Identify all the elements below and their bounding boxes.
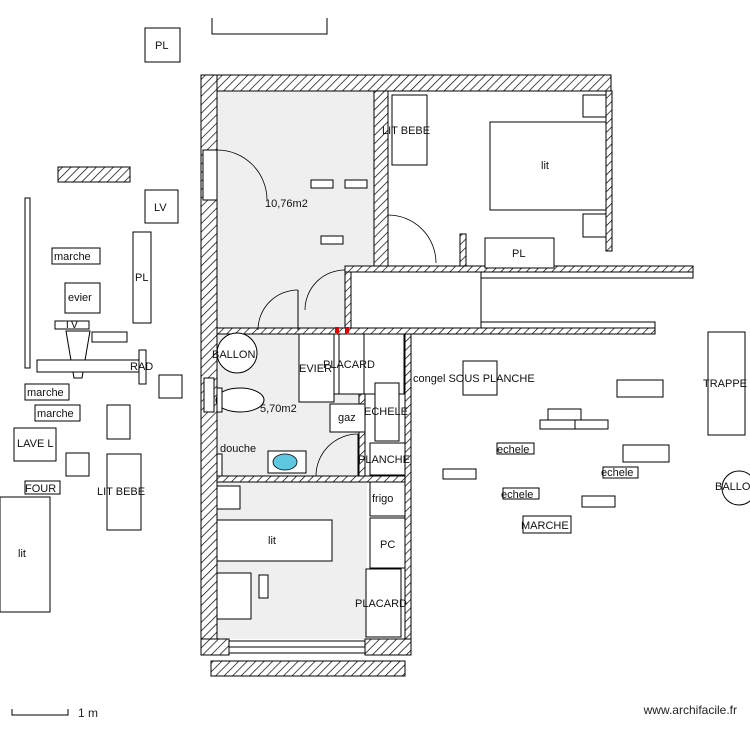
corridor-box xyxy=(350,271,482,329)
pl-left-box[interactable] xyxy=(132,231,152,324)
wall-stub xyxy=(459,233,467,267)
placard-bottom-box[interactable] xyxy=(365,568,402,638)
echelle-mid-box[interactable] xyxy=(374,382,400,442)
shower-tray xyxy=(272,453,298,471)
wall-pl-bar xyxy=(210,660,406,677)
marche-right-label: MARCHE xyxy=(521,520,569,532)
frigo-label: frigo xyxy=(372,493,393,505)
echelle-mid-label: ECHELE xyxy=(364,406,408,418)
lit-room-box[interactable] xyxy=(489,121,607,211)
echele-box-2[interactable] xyxy=(602,466,639,479)
four-label: FOUR xyxy=(25,483,56,495)
ballon-right-label: BALLON xyxy=(715,481,750,493)
door-swing-arc xyxy=(216,149,268,201)
planche-mid-label: PLANCHE xyxy=(358,454,410,466)
trappe-label: TRAPPE xyxy=(703,378,747,390)
lave-l-label: LAVE L xyxy=(17,438,54,450)
lv-box[interactable] xyxy=(144,189,179,224)
lv-label: LV xyxy=(154,202,167,214)
door-room-top[interactable] xyxy=(202,149,218,201)
douche-label: douche xyxy=(220,443,256,455)
echele-label-1: echele xyxy=(497,444,529,456)
lit-bebe-room-label: LIT BEBE xyxy=(382,125,430,137)
frigo-box[interactable] xyxy=(369,481,406,517)
marche-box-3[interactable] xyxy=(34,404,81,422)
pl-room-label: PL xyxy=(512,248,525,260)
marche-right-box[interactable] xyxy=(522,515,572,534)
pl-top-box[interactable] xyxy=(144,27,181,63)
scale-bar xyxy=(11,709,69,716)
pc-box[interactable] xyxy=(369,517,406,569)
placard-bottom-label: PLACARD xyxy=(355,598,407,610)
echele-box-1[interactable] xyxy=(496,442,535,455)
area-room-bath: 5,70m2 xyxy=(260,403,297,415)
sink-shape xyxy=(215,387,265,413)
marche-label-3: marche xyxy=(37,408,74,420)
echele-box-3[interactable] xyxy=(502,487,540,500)
ballon-left-circle[interactable] xyxy=(216,332,258,374)
marche-box-2[interactable] xyxy=(24,383,70,401)
gaz-label: gaz xyxy=(338,412,356,424)
wall-right-top xyxy=(605,90,613,252)
evier-mid-box[interactable] xyxy=(298,333,335,403)
wall-corridor-left xyxy=(344,271,352,335)
wall-bottom-right xyxy=(364,638,412,656)
site-footer-link[interactable]: www.archifacile.fr xyxy=(643,703,737,717)
congel-box[interactable] xyxy=(462,360,498,396)
wall-bath-bottom xyxy=(216,475,406,483)
wall-bottom-left xyxy=(200,638,230,656)
lit-left-label: lit xyxy=(18,548,26,560)
marche-box-1[interactable] xyxy=(51,247,101,265)
pl-room-box[interactable] xyxy=(484,237,555,269)
marker-red xyxy=(345,327,349,333)
ballon-left-label: BALLON xyxy=(212,349,255,361)
lit-bebe-left-label: LIT BEBE xyxy=(97,486,145,498)
lit-bebe-room-box[interactable] xyxy=(391,94,428,166)
lit-bebe-left-box[interactable] xyxy=(106,453,142,531)
lave-l-box[interactable] xyxy=(13,427,57,462)
evier-left-label: evier xyxy=(68,292,92,304)
wall-left-bar xyxy=(57,166,131,183)
evier-left-box[interactable] xyxy=(64,282,101,314)
pl-top-label: PL xyxy=(155,40,168,52)
wall-top xyxy=(200,74,612,92)
ballon-right-circle[interactable] xyxy=(721,470,750,506)
marche-label-1: marche xyxy=(54,251,91,263)
gaz-box[interactable] xyxy=(329,403,366,433)
pl-left-label: PL xyxy=(135,272,148,284)
area-room-top: 10,76m2 xyxy=(265,198,308,210)
congel-label: congel SOUS PLANCHE xyxy=(413,373,535,385)
pc-label: PC xyxy=(380,539,395,551)
lit-bottom-box[interactable] xyxy=(216,519,333,562)
echele-label-2: echele xyxy=(601,467,633,479)
wall-mid-vertical xyxy=(373,90,389,267)
evier-mid-label: EVIER xyxy=(299,363,332,375)
rad-label: RAD xyxy=(130,361,153,373)
marker-red xyxy=(335,327,339,333)
lit-room-label: lit xyxy=(541,160,549,172)
marche-label-2: marche xyxy=(27,387,64,399)
lit-bottom-label: lit xyxy=(268,535,276,547)
scale-label: 1 m xyxy=(78,706,99,720)
wall-corridor-bottom xyxy=(216,327,656,335)
trappe-box[interactable] xyxy=(707,331,746,436)
planche-mid-box[interactable] xyxy=(369,442,406,476)
echele-label-3: echele xyxy=(501,489,533,501)
placard-top-label: PLACARD xyxy=(323,359,375,371)
tv-label: TV xyxy=(64,319,79,331)
lit-left-box[interactable] xyxy=(0,496,51,613)
four-box[interactable] xyxy=(24,480,61,495)
